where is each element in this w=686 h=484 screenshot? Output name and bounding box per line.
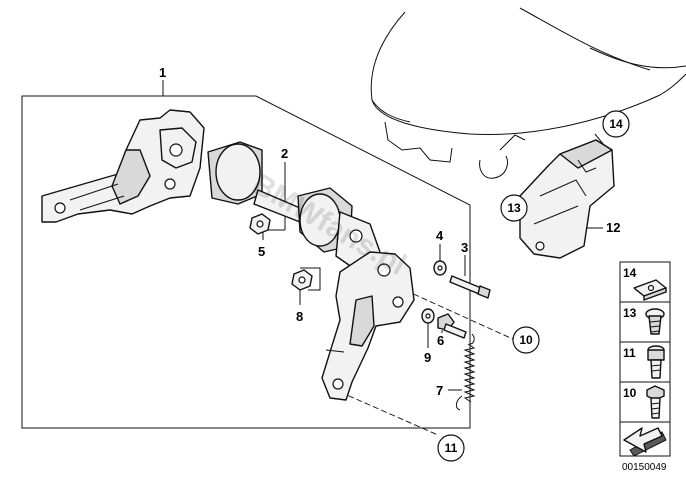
kit-item-11: 11: [619, 341, 671, 383]
side-cover: [519, 139, 615, 259]
torx-screw-icon: [645, 308, 665, 335]
callout-13: 13: [500, 194, 528, 222]
fasteners: [249, 213, 491, 339]
svg-text:10: 10: [519, 333, 533, 347]
diagram-code: 00150049: [622, 462, 667, 473]
bolt-3: [449, 275, 491, 299]
label-6: 6: [437, 333, 444, 348]
assembly-frame: [21, 95, 471, 429]
label-7: 7: [436, 383, 443, 398]
kit-item-13: 13: [619, 301, 671, 343]
svg-text:14: 14: [623, 266, 637, 280]
svg-text:14: 14: [609, 117, 623, 131]
svg-text:13: 13: [507, 201, 521, 215]
mounting-bracket: [41, 109, 205, 223]
hex-bolt-icon: [646, 385, 665, 419]
watermark: BMWfans.pl: [247, 167, 412, 281]
kit-item-14: 14: [619, 261, 671, 303]
kit-footer: [619, 421, 671, 457]
label-4: 4: [436, 228, 444, 243]
label-5: 5: [258, 244, 265, 259]
label-1: 1: [159, 65, 166, 80]
socket-bolt-icon: [647, 345, 665, 379]
label-2: 2: [281, 146, 288, 161]
adjusting-lever: [321, 251, 415, 401]
label-3: 3: [461, 240, 468, 255]
callout-11: 11: [437, 434, 465, 462]
callout-10: 10: [512, 326, 540, 354]
kit-legend: 14 13 11: [619, 261, 671, 473]
tension-spring: [455, 333, 476, 411]
label-9: 9: [424, 350, 431, 365]
part-labels: 1 2 3 4 5 6 7 8 9 12: [159, 65, 620, 398]
bolt-6: [437, 313, 467, 339]
washer-4: [433, 260, 447, 276]
dashboard-outline: [370, 7, 686, 179]
svg-text:13: 13: [623, 306, 637, 320]
svg-text:11: 11: [623, 346, 636, 360]
svg-text:10: 10: [623, 386, 637, 400]
arrow-icon: [623, 427, 667, 457]
nut-8: [291, 269, 313, 291]
nut-5: [249, 213, 271, 235]
clip-nut-icon: [633, 279, 667, 301]
washer-9: [421, 308, 435, 324]
svg-text:11: 11: [445, 441, 458, 455]
kit-item-10: 10: [619, 381, 671, 423]
label-12: 12: [606, 220, 620, 235]
label-8: 8: [296, 309, 303, 324]
callout-14: 14: [602, 110, 630, 138]
